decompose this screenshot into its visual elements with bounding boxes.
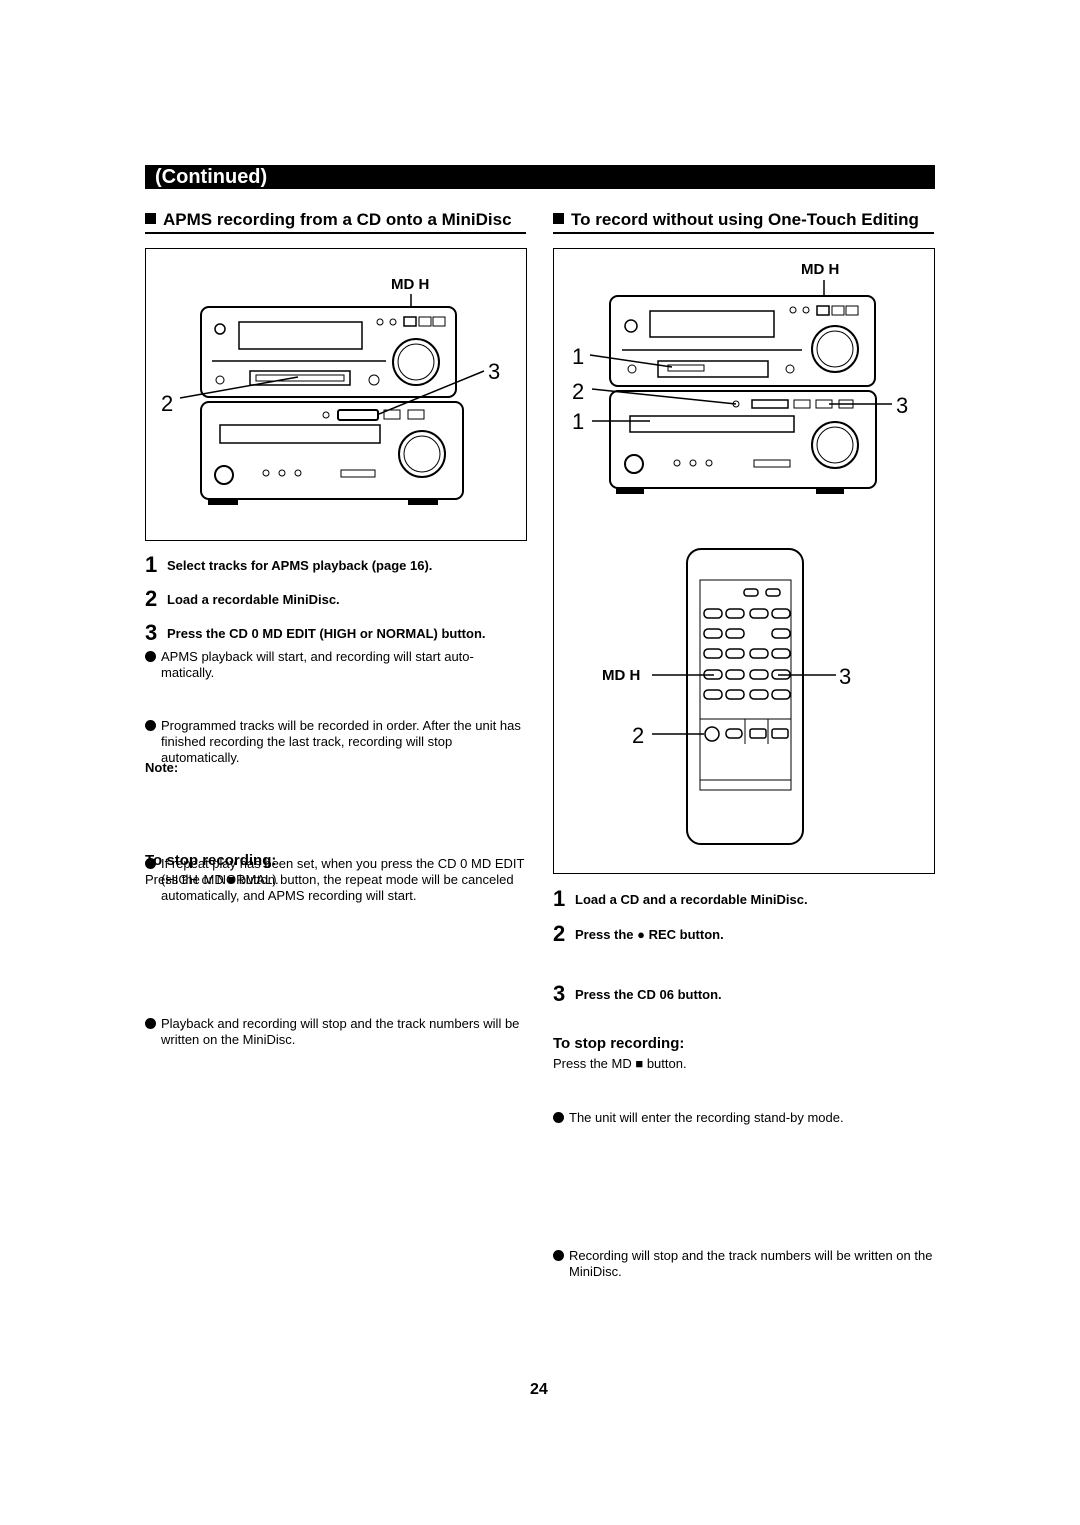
left-stop-bullet: Playback and recording will stop and the…	[145, 1016, 526, 1048]
note-bullet: If repeat play has been set, when you pr…	[145, 856, 526, 904]
step-text: Press the ● REC button.	[575, 927, 724, 942]
right-section-heading: To record without using One-Touch Editin…	[553, 209, 919, 231]
right-heading-rule	[553, 232, 934, 234]
right-step2-bullet: The unit will enter the recording stand-…	[553, 1110, 939, 1126]
remote-callout-2: 2	[632, 723, 644, 748]
step-number: 1	[553, 886, 566, 911]
right-figure-box: MD H 1	[553, 248, 935, 874]
page-number: 24	[530, 1381, 548, 1398]
left-heading-rule	[145, 232, 526, 234]
step-number: 2	[553, 921, 566, 946]
callout-1a: 1	[572, 344, 584, 369]
step-number: 1	[145, 552, 158, 577]
left-step-1: 1 Select tracks for APMS playback (page 1…	[145, 552, 433, 577]
md-label-top: MD H	[801, 261, 839, 278]
step-text: Press the CD 0 MD EDIT (HIGH or NORMAL) …	[167, 626, 486, 641]
callout-2: 2	[161, 391, 173, 416]
right-stop-bullet: Recording will stop and the track number…	[553, 1248, 939, 1280]
step-text: Select tracks for APMS playback (page 16…	[167, 558, 433, 573]
step-text: Load a CD and a recordable MiniDisc.	[575, 892, 808, 907]
left-step-3: 3 Press the CD 0 MD EDIT (HIGH or NORMAL)…	[145, 620, 486, 645]
left-bullet-1: APMS playback will start, and recording …	[145, 649, 526, 681]
step-number: 3	[553, 981, 566, 1006]
remote-callout-3: 3	[839, 664, 851, 689]
md-label-remote: MD H	[602, 667, 640, 684]
callout-3: 3	[896, 393, 908, 418]
stereo-unit-illustration: MD H 2 3	[161, 276, 500, 505]
square-bullet-icon	[553, 213, 564, 224]
right-stop-heading: To stop recording:	[553, 1035, 685, 1052]
square-bullet-icon	[145, 213, 156, 224]
step-number: 2	[145, 586, 158, 611]
callout-1b: 1	[572, 409, 584, 434]
left-stop-line: Press the MD ■ button.	[145, 872, 279, 887]
right-step-1: 1 Load a CD and a recordable MiniDisc.	[553, 886, 808, 911]
left-section-heading: APMS recording from a CD onto a MiniDisc	[145, 209, 512, 231]
md-label: MD H	[391, 276, 429, 293]
callout-2: 2	[572, 379, 584, 404]
note-label: Note:	[145, 760, 179, 775]
banner-text: (Continued)	[155, 166, 268, 188]
left-heading-text: APMS recording from a CD onto a MiniDisc	[163, 210, 512, 229]
step-number: 3	[145, 620, 158, 645]
left-stop-heading: To stop recording:	[145, 852, 277, 869]
step-text: Press the CD 06 button.	[575, 987, 722, 1002]
left-step-2: 2 Load a recordable MiniDisc.	[145, 586, 340, 611]
left-bullet-2: Programmed tracks will be recorded in or…	[145, 718, 526, 766]
step-text: Load a recordable MiniDisc.	[167, 592, 340, 607]
callout-3: 3	[488, 359, 500, 384]
right-step-3: 3 Press the CD 06 button.	[553, 981, 722, 1006]
left-figure-box: MD H 2 3	[145, 248, 527, 541]
stereo-and-remote-illustration: MD H 1	[572, 261, 908, 845]
right-stop-line: Press the MD ■ button.	[553, 1056, 687, 1071]
right-heading-text: To record without using One-Touch Editin…	[571, 210, 919, 229]
right-step-2: 2 Press the ● REC button.	[553, 921, 724, 946]
continued-banner: (Continued)	[145, 165, 935, 189]
